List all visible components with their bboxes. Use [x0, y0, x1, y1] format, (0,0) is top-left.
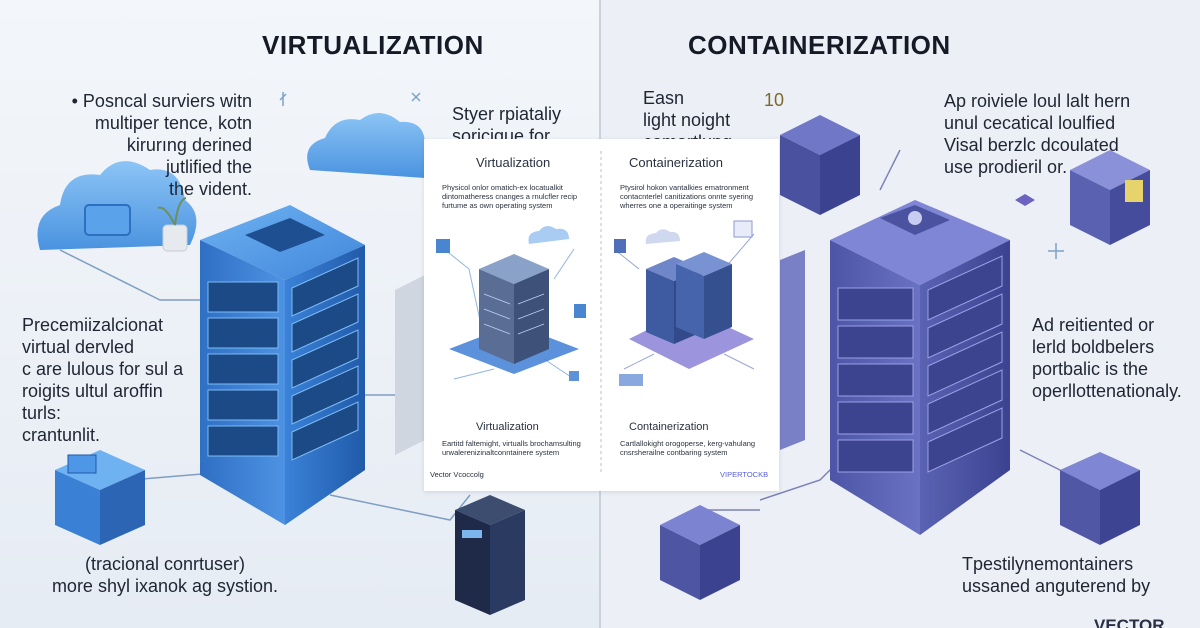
container-box-icon — [660, 505, 740, 600]
card-right-desc-line: contacnterlel canitizations onnte syerin… — [620, 192, 753, 201]
right-block2-line: use prodieril or. — [944, 157, 1068, 177]
right-text-block-3: Ad reitiented or lerld boldbelers portba… — [1032, 314, 1197, 402]
card-left-desc-line: furtume as own operating system — [442, 201, 553, 210]
card-right-heading: Containerization — [629, 155, 723, 170]
left-block1-line: • Posncal surviers witn — [71, 91, 252, 111]
left-block1-line: kirurıng derined — [126, 135, 252, 155]
right-block1-line: light noight — [643, 110, 731, 130]
card-left-caption-line: urwalerenizinaltconntainere system — [442, 448, 560, 457]
virtualization-server-tower — [200, 205, 365, 525]
container-box-icon — [1060, 452, 1140, 545]
card-right-caption-line: cnsrsherailne contbaring system — [620, 448, 728, 457]
container-box-icon — [1070, 150, 1150, 245]
left-block3-line: (tracional conrtuser) — [84, 554, 246, 574]
left-block2-line: turls: — [22, 403, 62, 423]
right-block4-line: Tpestilynemontainers — [962, 554, 1134, 574]
containerization-server-tower — [830, 200, 1010, 535]
right-block3-line: lerld boldbelers — [1032, 337, 1155, 357]
container-box-icon — [780, 115, 860, 215]
comparison-card: Virtualization Physicol onlor omatich-ex… — [424, 139, 779, 491]
card-left-heading: Virtualization — [476, 155, 551, 170]
card-right-description: Ptysirol hokon vantalkies ematronment co… — [620, 183, 770, 210]
card-left-caption: Virtualization — [476, 421, 539, 433]
card-left-caption-description: Eartitd faltemight, virtualls brochamsul… — [442, 439, 592, 457]
left-block2-line: crantunlit. — [22, 425, 101, 445]
left-block3-line: more shyl ixanok ag systion. — [51, 576, 279, 596]
card-right-desc-line: wherres one a operaitinge system — [620, 201, 733, 210]
cloud-icon — [37, 161, 197, 250]
left-text-block-2: Precemiizalcionat virtual dervled c are … — [22, 314, 192, 446]
right-block2-line: Ap roiviele loul lalt hern — [944, 91, 1131, 111]
card-left-desc-line: Physicol onlor omatich-ex locatualkit — [442, 183, 563, 192]
left-block2-line: Precemiizalcionat — [22, 315, 164, 335]
card-right-caption-line: Cartlallokight orogoperse, kerg-vahulang — [620, 439, 756, 448]
left-block2-line: virtual dervled — [22, 337, 135, 357]
virtualization-title: VIRTUALIZATION — [262, 30, 484, 60]
card-footer-left: Vector Vcoccolg — [430, 470, 484, 479]
right-block4-line: ussaned anguterend by — [962, 576, 1151, 596]
left-block2-line: roigits ultul aroffin — [22, 381, 163, 401]
right-block3-line: Ad reitiented or — [1032, 315, 1155, 335]
right-block3-line: portbalic is the — [1032, 359, 1149, 379]
card-right-desc-line: Ptysirol hokon vantalkies ematronment — [620, 183, 749, 192]
right-number-badge: 10 — [764, 90, 785, 110]
brand-watermark: VECTOR — [1094, 616, 1165, 628]
card-right-caption-description: Cartlallokight orogoperse, kerg-vahulang… — [620, 439, 770, 457]
card-left-description: Physicol onlor omatich-ex locatualkit di… — [442, 183, 592, 210]
right-block2-line: unul cecatical loulfied — [944, 113, 1116, 133]
right-block2-line: Visal berzlc dcoulated — [944, 135, 1119, 155]
card-illustration — [436, 151, 755, 474]
card-footer-right: VIPERTOCKB — [720, 470, 769, 479]
left-text-block-3: (tracional conrtuser) more shyl ixanok a… — [20, 553, 310, 597]
card-left-desc-line: dintomatheress cnanges a rnulcfler recip — [442, 192, 578, 201]
card-left-caption-line: Eartitd faltemight, virtualls brochamsul… — [442, 439, 581, 448]
left-block1-line: the vident. — [168, 179, 252, 199]
left-block1-line: multiper tence, kotn — [94, 113, 252, 133]
left-block2-line: c are lulous for sul a — [22, 359, 184, 379]
container-box-icon — [55, 450, 145, 545]
card-right-caption: Containerization — [629, 421, 709, 433]
containerization-title: CONTAINERIZATION — [688, 30, 951, 60]
left-text-block-1: • Posncal surviers witn multiper tence, … — [40, 90, 252, 200]
left-block1-line: jutlified the — [165, 157, 252, 177]
left-mid-line: Styer rpiataliy — [452, 104, 562, 124]
right-text-block-2: Ap roiviele loul lalt hern unul cecatica… — [944, 90, 1194, 178]
right-block1-line: Easn — [643, 88, 685, 108]
right-block3-line: operllottenationaly. — [1032, 381, 1182, 401]
right-text-block-4: Tpestilynemontainers ussaned anguterend … — [962, 553, 1192, 597]
cloud-icon — [307, 112, 433, 178]
